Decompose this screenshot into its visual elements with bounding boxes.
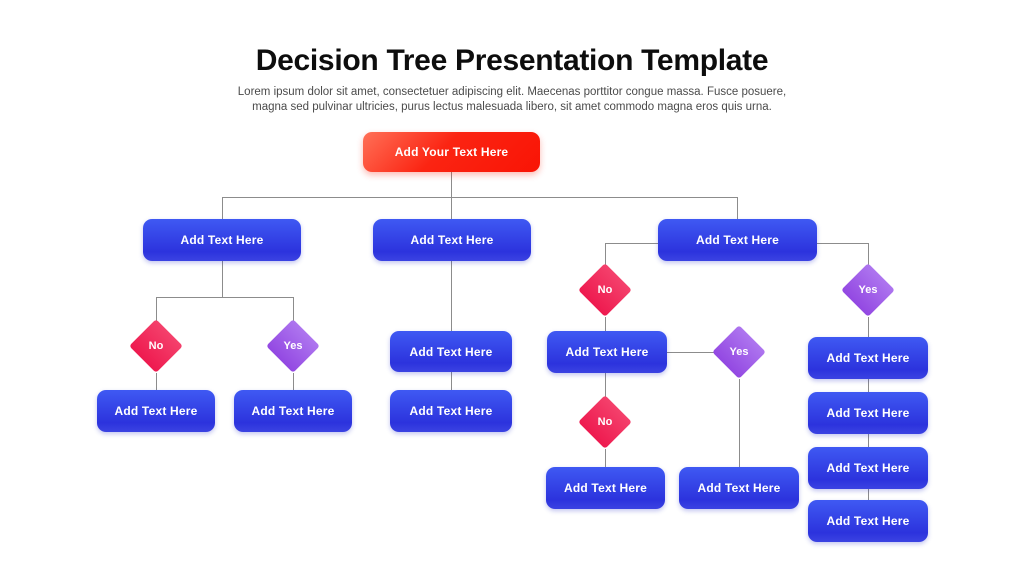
right-yes-far-diamond-label: Yes (858, 284, 878, 296)
left-no-diamond[interactable]: No (129, 319, 183, 373)
left-yes-result-node[interactable]: Add Text Here (234, 390, 352, 432)
right-yes-far-diamond[interactable]: Yes (841, 263, 895, 317)
subtitle-line-1: Lorem ipsum dolor sit amet, consectetuer… (237, 86, 787, 98)
far-right-step4-node[interactable]: Add Text Here (808, 500, 928, 542)
branch2-node-label: Add Text Here (410, 233, 494, 247)
branch1-node-label: Add Text Here (180, 233, 264, 247)
connector-right-no1-down (605, 317, 606, 331)
connector-right-yes-mid-down (739, 379, 740, 467)
connector-to-left-yes (293, 297, 294, 321)
connector-mid-step-down (451, 372, 452, 390)
right-no-result-label: Add Text Here (563, 481, 648, 495)
connector-branch1-down (222, 261, 223, 297)
connector-right-step1-down (605, 373, 606, 397)
left-no-result-label: Add Text Here (114, 404, 198, 418)
far-right-step2-label: Add Text Here (826, 406, 910, 420)
left-yes-result-label: Add Text Here (251, 404, 335, 418)
mid-step2-label: Add Text Here (409, 404, 493, 418)
connector-to-right-yes-far (868, 243, 869, 265)
root-node-label: Add Your Text Here (394, 145, 509, 159)
subtitle-line-2: magna sed pulvinar ultricies, purus lect… (252, 101, 772, 113)
right-yes-mid-diamond-label: Yes (729, 346, 749, 358)
far-right-step4-label: Add Text Here (826, 514, 910, 528)
connector-far-right-2-3 (868, 434, 869, 447)
right-step1-node[interactable]: Add Text Here (547, 331, 667, 373)
far-right-step1-label: Add Text Here (826, 351, 910, 365)
mid-step2-node[interactable]: Add Text Here (390, 390, 512, 432)
connector-to-right-no1 (605, 243, 606, 265)
branch3-node-label: Add Text Here (695, 233, 780, 247)
connector-branch1-split (156, 297, 293, 298)
right-yes-mid-diamond[interactable]: Yes (712, 325, 766, 379)
right-no1-diamond[interactable]: No (578, 263, 632, 317)
left-yes-diamond-label: Yes (283, 340, 303, 352)
connector-to-branch3 (737, 197, 738, 219)
connector-left-yes-down (293, 373, 294, 390)
connector-root-down (451, 172, 452, 219)
connector-left-no-down (156, 373, 157, 390)
branch1-node[interactable]: Add Text Here (143, 219, 301, 261)
mid-step1-node[interactable]: Add Text Here (390, 331, 512, 372)
right-no2-diamond-label: No (597, 416, 613, 428)
connector-right-yes-far-down (868, 317, 869, 337)
mid-step1-label: Add Text Here (409, 344, 493, 359)
right-no2-diamond[interactable]: No (578, 395, 632, 449)
connector-far-right-3-4 (868, 489, 869, 500)
connector-branch3-left (605, 243, 658, 244)
root-node[interactable]: Add Your Text Here (363, 132, 540, 172)
subtitle: Lorem ipsum dolor sit amet, consectetuer… (232, 85, 792, 115)
connector-to-branch1 (222, 197, 223, 219)
connector-root-split (222, 197, 738, 198)
connector-right-step1-to-yes (667, 352, 714, 353)
connector-to-left-no (156, 297, 157, 321)
right-no-result-node[interactable]: Add Text Here (546, 467, 665, 509)
left-no-diamond-label: No (148, 340, 164, 352)
right-yes-result-node[interactable]: Add Text Here (679, 467, 799, 509)
connector-branch2-down (451, 261, 452, 331)
left-no-result-node[interactable]: Add Text Here (97, 390, 215, 432)
connector-far-right-1-2 (868, 379, 869, 392)
right-no1-diamond-label: No (597, 284, 613, 296)
page-title: Decision Tree Presentation Template (255, 44, 769, 77)
far-right-step1-node[interactable]: Add Text Here (808, 337, 928, 379)
right-yes-result-label: Add Text Here (697, 481, 781, 495)
far-right-step3-node[interactable]: Add Text Here (808, 447, 928, 489)
far-right-step2-node[interactable]: Add Text Here (808, 392, 928, 434)
left-yes-diamond[interactable]: Yes (266, 319, 320, 373)
connector-branch3-right (817, 243, 868, 244)
right-step1-label: Add Text Here (565, 345, 649, 359)
connector-right-no2-down (605, 449, 606, 467)
branch2-node[interactable]: Add Text Here (373, 219, 531, 261)
far-right-step3-label: Add Text Here (826, 461, 910, 475)
branch3-node[interactable]: Add Text Here (658, 219, 817, 261)
